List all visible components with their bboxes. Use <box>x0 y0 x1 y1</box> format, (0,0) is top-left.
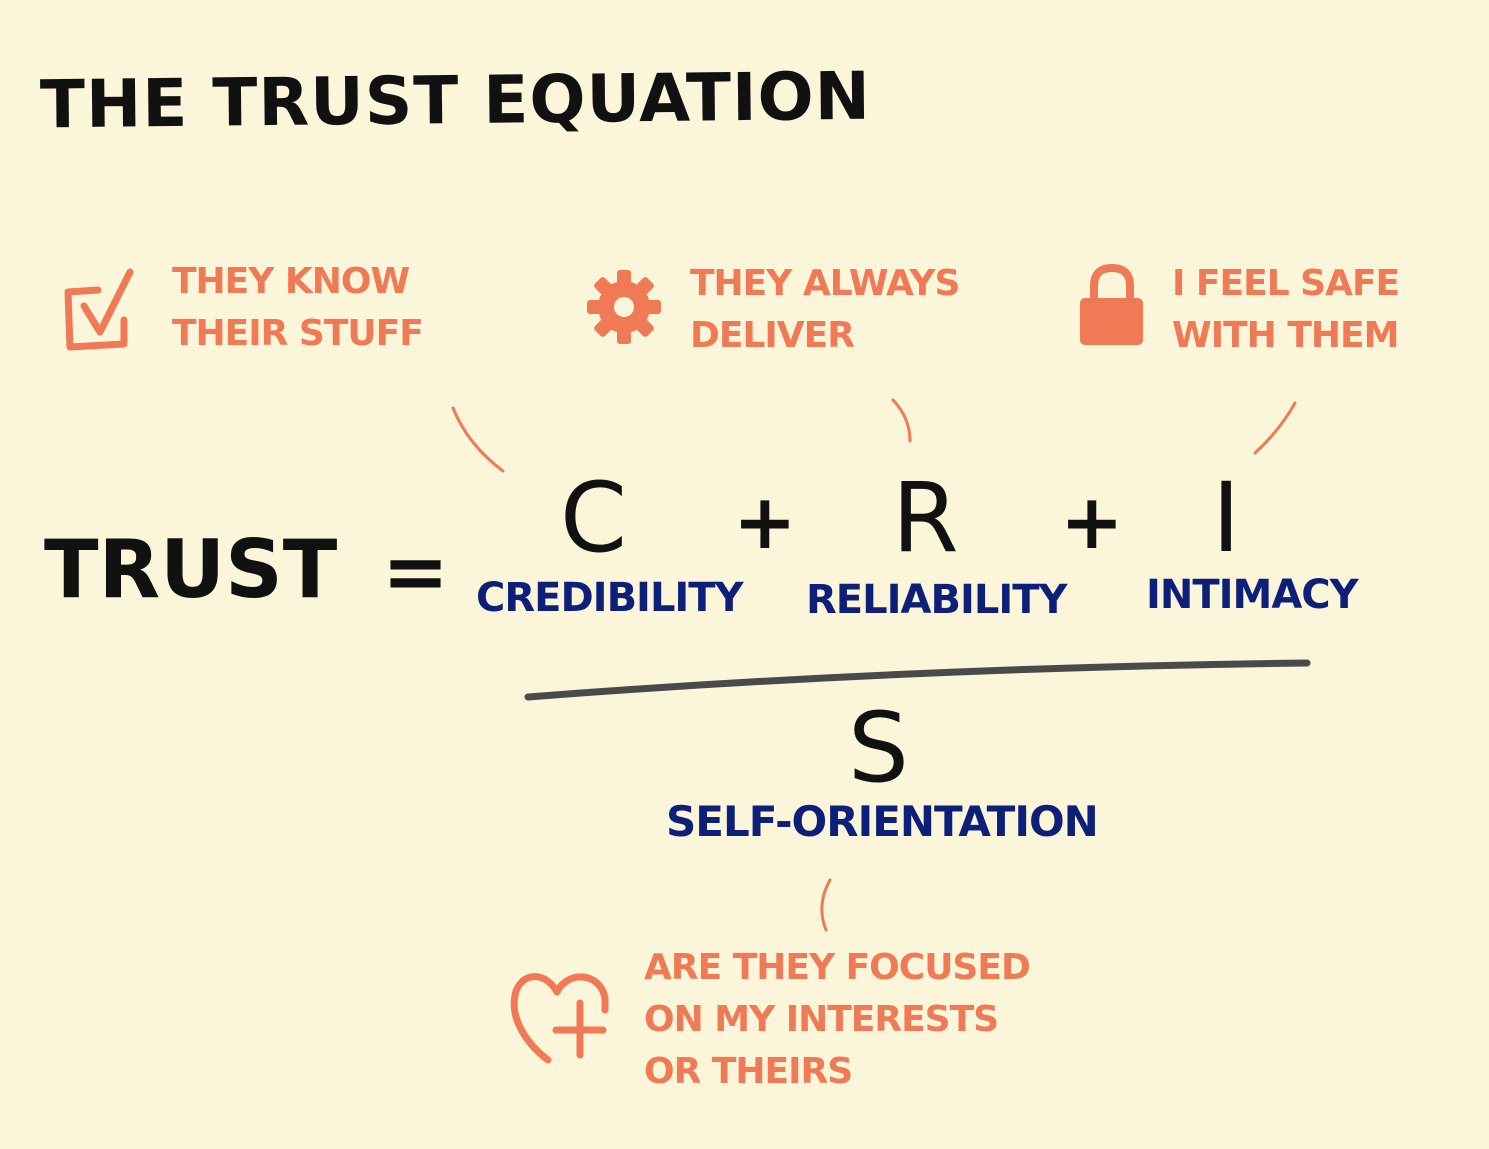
symbol-intimacy: I <box>1212 462 1241 574</box>
note-intimacy-line2: WITH THEM <box>1172 315 1399 356</box>
label-credibility: CREDIBILITY <box>476 575 744 621</box>
label-reliability: RELIABILITY <box>806 577 1067 623</box>
connector-credibility <box>451 406 505 473</box>
note-reliability-line1: THEY ALWAYS <box>690 263 960 304</box>
note-reliability-line2: DELIVER <box>690 315 855 356</box>
plus-sign-2: + <box>1060 477 1124 566</box>
gear-icon <box>587 270 661 344</box>
symbol-credibility: C <box>560 462 628 574</box>
note-self-orientation-line1: ARE THEY FOCUSED <box>644 947 1031 988</box>
fraction-bar <box>524 659 1311 701</box>
label-intimacy: INTIMACY <box>1146 572 1359 618</box>
heart-plus-icon <box>510 973 609 1064</box>
connector-self-orientation <box>820 878 832 932</box>
equals-sign: = <box>382 525 450 618</box>
note-intimacy-line1: I FEEL SAFE <box>1172 263 1400 304</box>
note-self-orientation: ARE THEY FOCUSED ON MY INTERESTS OR THEI… <box>644 942 1031 1098</box>
note-reliability: THEY ALWAYS DELIVER <box>690 258 960 362</box>
padlock-icon <box>1080 263 1143 345</box>
note-credibility-line1: THEY KNOW <box>172 261 410 302</box>
note-credibility: THEY KNOW THEIR STUFF <box>172 256 424 360</box>
note-self-orientation-line2: ON MY INTERESTS <box>644 999 999 1040</box>
note-credibility-line2: THEIR STUFF <box>172 313 424 354</box>
connector-intimacy <box>1253 401 1297 455</box>
symbol-self-orientation: S <box>848 692 909 804</box>
checkbox-check-icon <box>64 268 134 351</box>
symbol-reliability: R <box>892 462 959 574</box>
equation-lhs: TRUST <box>44 523 338 616</box>
note-self-orientation-line3: OR THEIRS <box>644 1051 853 1092</box>
connector-reliability <box>891 398 912 443</box>
note-intimacy: I FEEL SAFE WITH THEM <box>1172 258 1400 362</box>
plus-sign-1: + <box>733 477 797 566</box>
label-self-orientation: SELF-ORIENTATION <box>666 797 1099 846</box>
